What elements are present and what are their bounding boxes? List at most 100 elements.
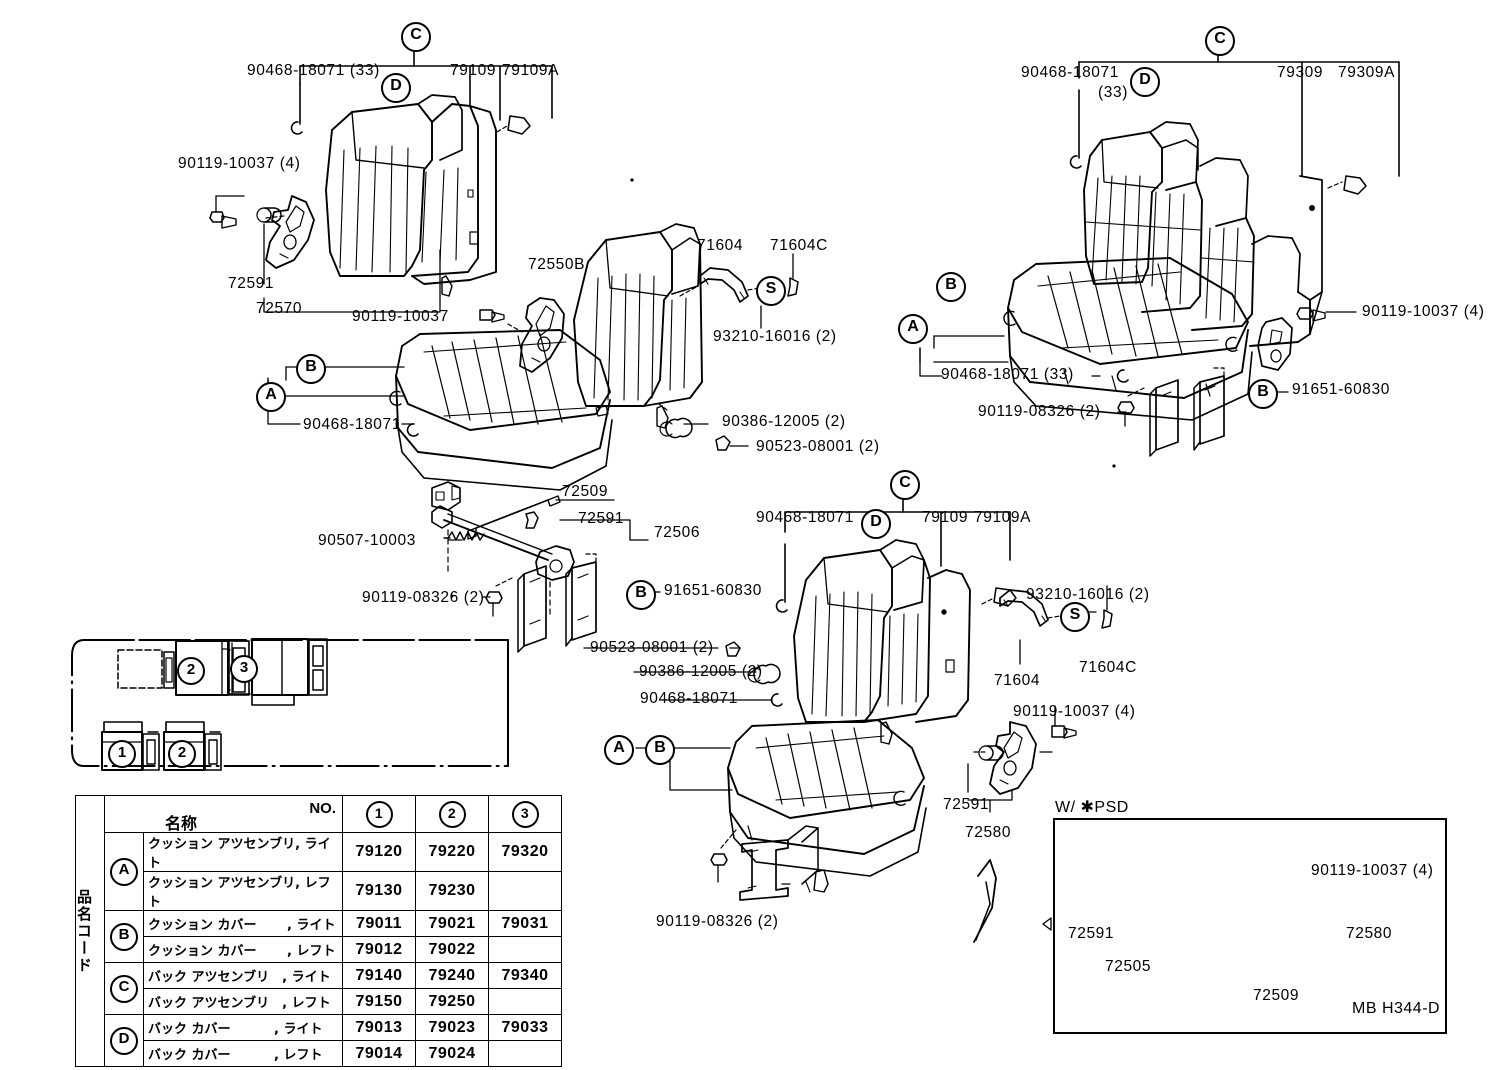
bubble-B-mid-rails: B xyxy=(626,580,656,610)
callout-33-topright: (33) xyxy=(1098,84,1128,101)
part-name: クッション カバー , ライト xyxy=(143,910,343,937)
part-number-col3 xyxy=(488,936,562,963)
bubble-C-top-left: C xyxy=(401,22,431,52)
callout-90119-08326-2-right2: 90119-08326 (2) xyxy=(978,403,1101,420)
bubble-B-rear-cushion: B xyxy=(936,272,966,302)
part-name: バック アツセンブリ , ライト xyxy=(143,962,343,989)
group-code-circle-A: A xyxy=(110,857,138,886)
psd-inset-box xyxy=(1053,818,1447,1034)
part-number-col3: 79033 xyxy=(488,1014,562,1041)
part-name: バック カバー , ライト xyxy=(143,1014,343,1041)
plan-seat-1-lower: 1 xyxy=(108,740,136,768)
callout-72591-psd: 72591 xyxy=(1068,925,1115,942)
group-code-D: D xyxy=(104,1014,144,1067)
bubble-B-mid-left: B xyxy=(296,354,326,384)
table-row: クッション アツセンブリ, レフト 79130 79230 xyxy=(76,871,562,911)
callout-90523-08001-2-midleft: 90523-08001 (2) xyxy=(756,438,880,455)
table-row: バック アツセンブリ , レフト 79150 79250 xyxy=(76,988,562,1015)
table-col-header-1: 1 xyxy=(342,795,416,833)
table-row: B クッション カバー , ライト 79011 79021 79031 xyxy=(76,910,562,963)
psd-inset-label: W/ ✱PSD xyxy=(1055,799,1129,816)
table-no-label: NO. xyxy=(309,800,336,817)
col-header-circle-3: 3 xyxy=(511,800,539,828)
part-number-col2: 79230 xyxy=(415,871,489,911)
group-code-C: C xyxy=(104,962,144,1015)
bubble-D-top-left: D xyxy=(381,73,411,103)
callout-90507-10003: 90507-10003 xyxy=(318,532,416,549)
callout-90468-18071-midleft: 90468-18071 xyxy=(303,416,401,433)
table-col-header-3: 3 xyxy=(488,795,562,833)
callout-90523-08001-2-mid2: 90523-08001 (2) xyxy=(590,639,714,656)
part-number-col1: 79150 xyxy=(342,988,416,1015)
callout-91651-60830-midleft: 91651-60830 xyxy=(664,582,762,599)
table-col-header-2: 2 xyxy=(415,795,489,833)
plan-seat-2-upper: 2 xyxy=(177,657,205,685)
bubble-S-top-mid: S xyxy=(756,276,786,306)
part-number-col2: 79250 xyxy=(415,988,489,1015)
callout-90119-10037-4-bottomright: 90119-10037 (4) xyxy=(1013,703,1136,720)
plan-seat-3-upper: 3 xyxy=(230,655,258,683)
part-number-col2: 79021 xyxy=(415,910,489,937)
group-code-A: A xyxy=(104,832,144,911)
callout-90468-18071-33-right2: 90468-18071 (33) xyxy=(941,366,1074,383)
part-number-col2: 79240 xyxy=(415,962,489,989)
callout-79109A-bottomright: 79109A xyxy=(974,509,1032,526)
callout-72591-bottomright: 72591 xyxy=(943,796,990,813)
part-number-col3: 79340 xyxy=(488,962,562,989)
bubble-S-bottom-right: S xyxy=(1060,602,1090,632)
callout-72580-psd: 72580 xyxy=(1346,925,1393,942)
part-name: バック アツセンブリ , レフト xyxy=(143,988,343,1015)
callout-90468-18071-bottom2: 90468-18071 xyxy=(640,690,738,707)
group-code-circle-B: B xyxy=(110,922,138,951)
table-row: D バック カバー , ライト 79013 79023 79033 xyxy=(76,1014,562,1067)
table-row: C バック アツセンブリ , ライト 79140 79240 79340 xyxy=(76,962,562,1015)
callout-72509-psd: 72509 xyxy=(1253,987,1300,1004)
bubble-A-bottom-cushion: A xyxy=(604,735,634,765)
callout-79309A-topright: 79309A xyxy=(1338,64,1396,81)
bubble-C-top-right: C xyxy=(1205,26,1235,56)
callout-90468-18071-33-topleft: 90468-18071 (33) xyxy=(247,62,380,79)
col-header-circle-2: 2 xyxy=(438,800,466,828)
part-number-col3 xyxy=(488,988,562,1015)
callout-91651-60830-right2: 91651-60830 xyxy=(1292,381,1390,398)
part-number-col2: 79024 xyxy=(415,1040,489,1067)
table-header-name-cell: 名称 NO. xyxy=(104,795,343,833)
table-row: A クッション アツセンブリ, ライト 79120 79220 79320 xyxy=(76,832,562,911)
callout-79109A-topleft: 79109A xyxy=(502,62,560,79)
part-number-col1: 79012 xyxy=(342,936,416,963)
bubble-A-rear-cushion: A xyxy=(898,314,928,344)
callout-71604C-bottomright: 71604C xyxy=(1079,659,1137,676)
callout-90386-12005-2-mid2: 90386-12005 (2) xyxy=(639,663,763,680)
callout-90119-10037-midleft: 90119-10037 xyxy=(352,308,449,325)
part-number-col1: 79140 xyxy=(342,962,416,989)
table-name-label: 名称 xyxy=(165,814,198,833)
table-vertical-header: 品名コード xyxy=(75,795,105,1067)
part-number-col1: 79013 xyxy=(342,1014,416,1041)
callout-72509-midleft: 72509 xyxy=(562,483,609,500)
callout-72580-bottomright: 72580 xyxy=(965,824,1012,841)
callout-90468-18071-topright: 90468-18071 xyxy=(1021,64,1119,81)
callout-71604-topmid: 71604 xyxy=(697,237,744,254)
part-number-col3: 79320 xyxy=(488,832,562,872)
table-row: クッション カバー , レフト 79012 79022 xyxy=(76,936,562,963)
part-number-col3: 79031 xyxy=(488,910,562,937)
callout-90386-12005-2-midleft: 90386-12005 (2) xyxy=(722,413,846,430)
callout-79109-topleft: 79109 xyxy=(450,62,497,79)
part-name: バック カバー , レフト xyxy=(143,1040,343,1067)
bubble-C-bottom-right: C xyxy=(890,470,920,500)
bubble-D-bottom-right: D xyxy=(861,509,891,539)
bubble-B-rear-rails: B xyxy=(1248,379,1278,409)
callout-90468-18071-bottomright: 90468-18071 xyxy=(756,509,854,526)
callout-72505-psd: 72505 xyxy=(1105,958,1152,975)
callout-71604-bottomright: 71604 xyxy=(994,672,1041,689)
group-code-circle-D: D xyxy=(110,1026,138,1055)
bubble-A-mid-left: A xyxy=(256,382,286,412)
bubble-D-top-right: D xyxy=(1130,67,1160,97)
part-number-col2: 79220 xyxy=(415,832,489,872)
callout-93210-16016-2-bottomright: 93210-16016 (2) xyxy=(1026,586,1150,603)
figure-code: MB H344-D xyxy=(1352,1000,1441,1017)
callout-90119-08326-2-bottom2: 90119-08326 (2) xyxy=(656,913,779,930)
part-number-col1: 79011 xyxy=(342,910,416,937)
part-number-col3 xyxy=(488,871,562,911)
callout-72591-midleft: 72591 xyxy=(578,510,625,527)
